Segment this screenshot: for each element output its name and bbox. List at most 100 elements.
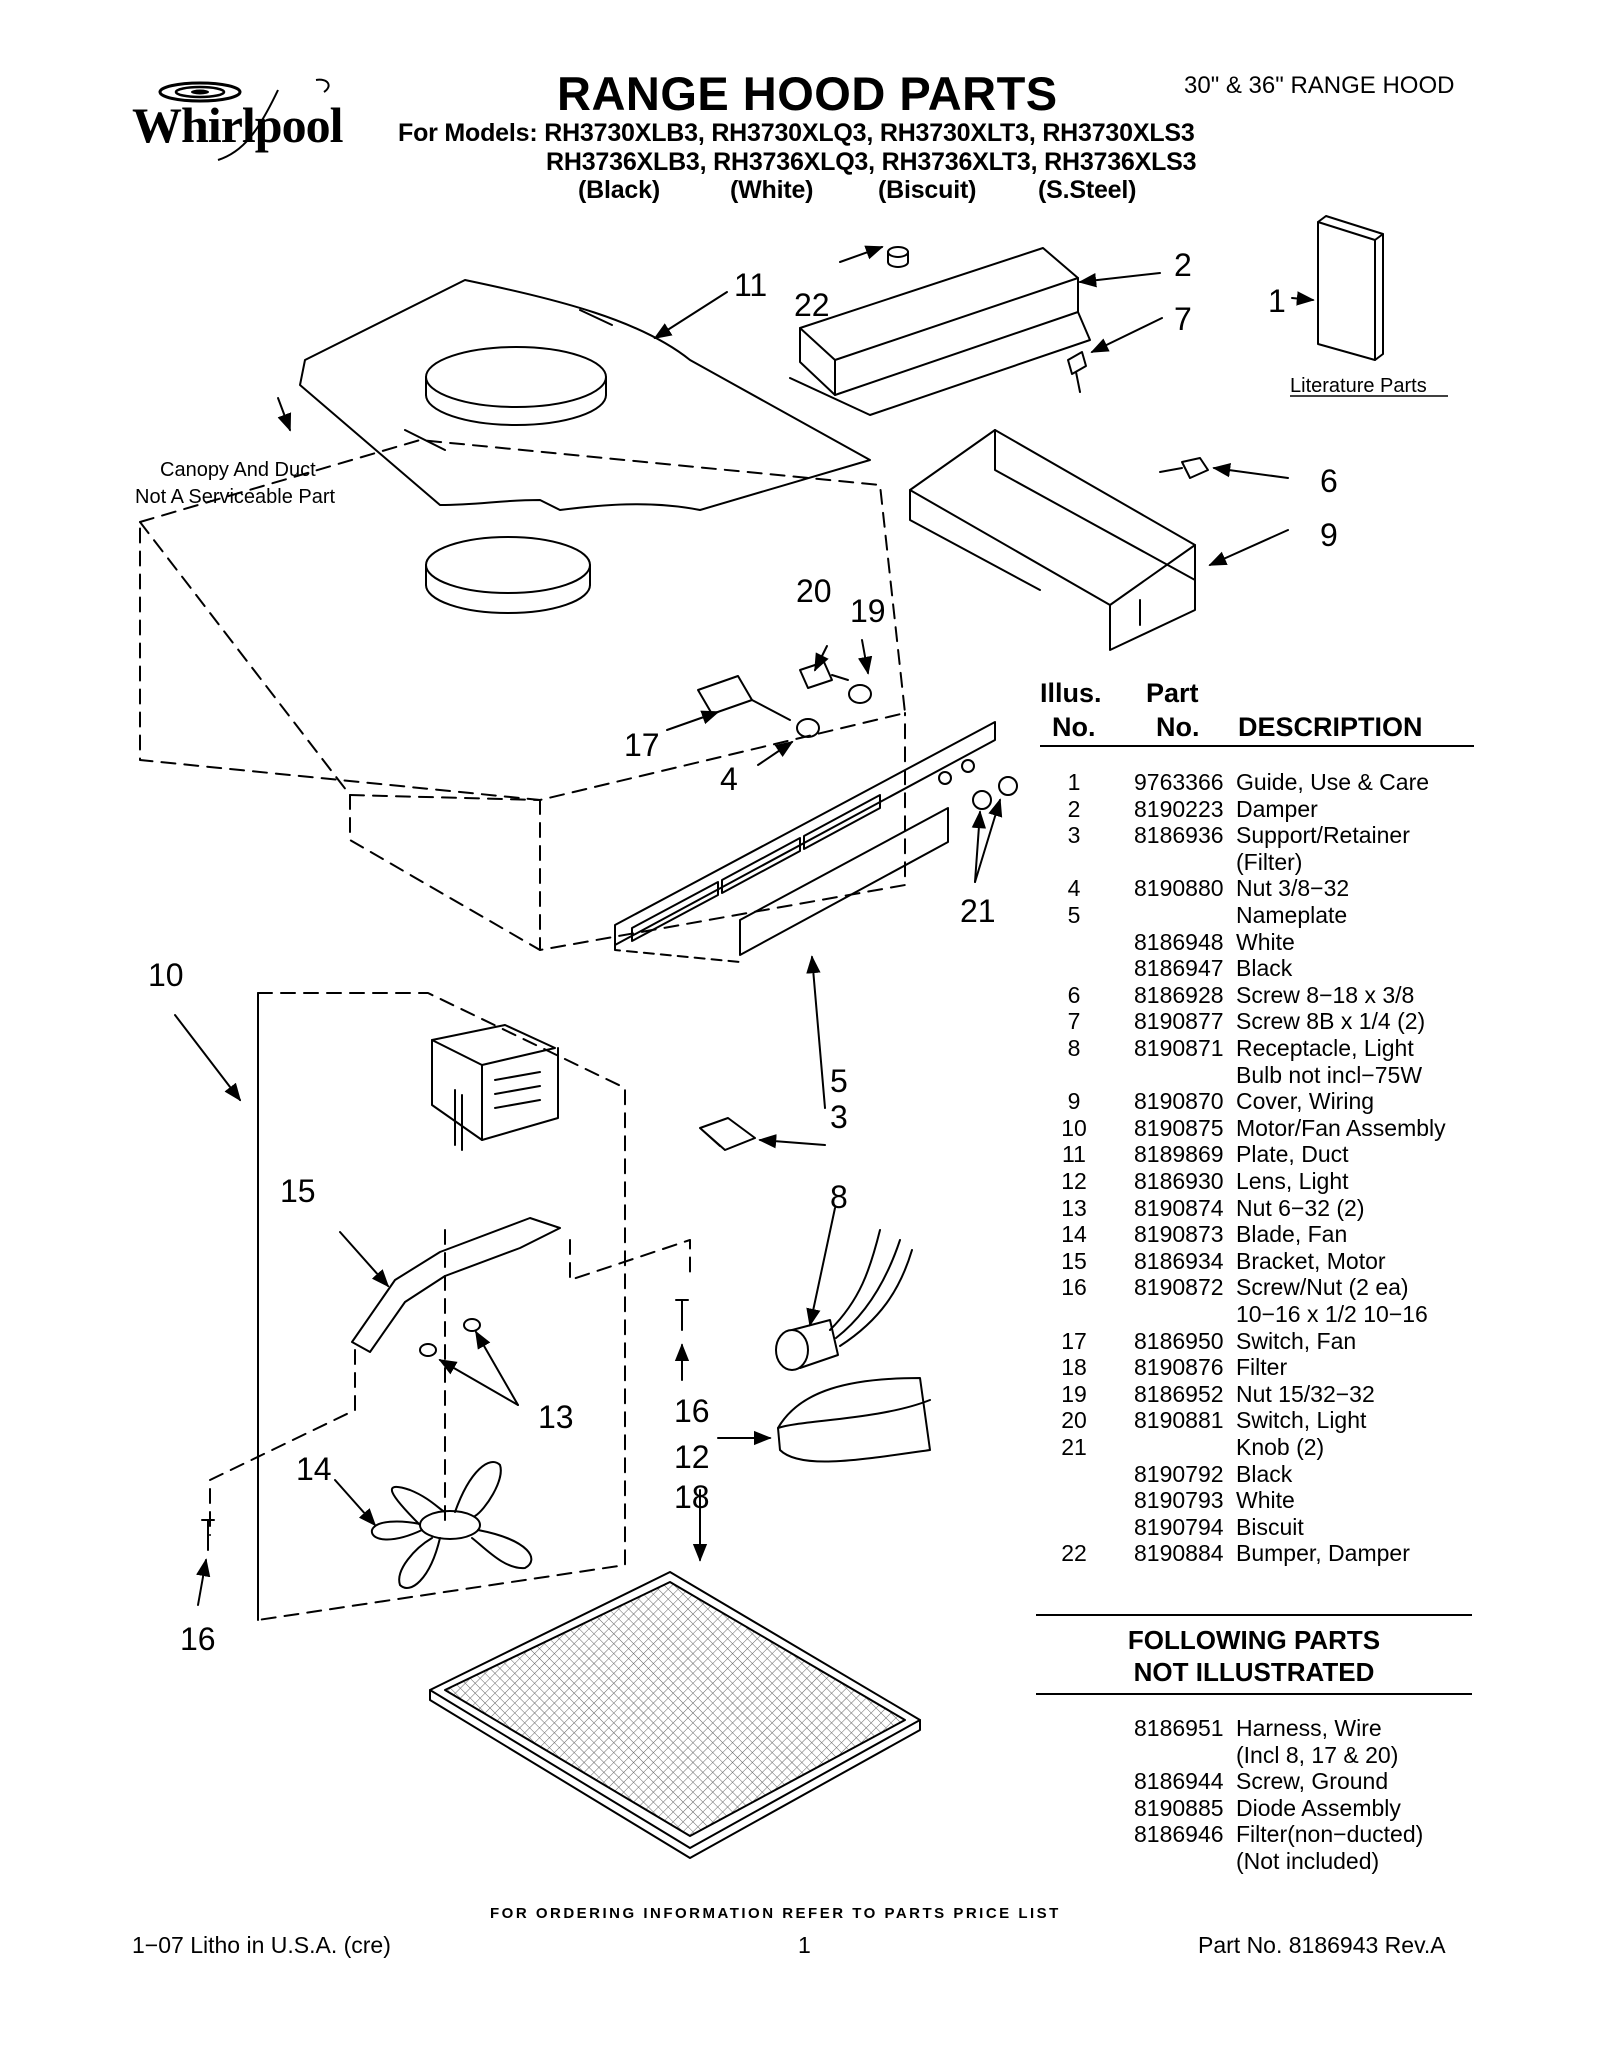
part-no: 8190871 [1134,1035,1224,1061]
part-description: Switch, Light [1236,1407,1367,1434]
color-biscuit: (Biscuit) [878,176,977,204]
brand-logo: Whirlpool [128,72,368,162]
callout-12: 12 [674,1439,710,1475]
part-no: 8186950 [1134,1327,1224,1354]
parts-row: (Filter) [1046,849,1486,876]
parts-row: Bulb not incl−75W [1046,1062,1486,1089]
canopy-note-line-1: Canopy And Duct [160,459,316,481]
illus-no: 13 [1061,1194,1087,1221]
leader-lines [174,245,1315,1606]
part-description: Bracket, Motor [1236,1247,1386,1274]
illus-no: 15 [1061,1247,1087,1274]
parts-row: 2 8190223 Damper [1046,796,1486,823]
part-description: White [1236,928,1295,955]
illus-no: 5 [1067,902,1081,928]
parts-row: 10−16 x 1/2 10−16 [1046,1301,1486,1328]
part-description: Cover, Wiring [1236,1088,1375,1115]
illus-no: 1 [1067,769,1081,795]
header-illus-2: No. [1052,712,1096,742]
part-description: Diode Assembly [1236,1794,1401,1821]
color-steel: (S.Steel) [1038,176,1137,204]
page-subtitle: 30" & 36" RANGE HOOD [1184,72,1455,99]
illus-no: 11 [1062,1141,1086,1168]
part-no: 8186936 [1134,822,1224,849]
screw-7 [1067,351,1087,393]
callout-4: 4 [720,761,738,797]
models-line-1: For Models: RH3730XLB3, RH3730XLQ3, RH37… [398,119,1195,147]
not-illustrated-rule-bottom [1036,1693,1472,1695]
part-no: 8190223 [1134,795,1224,822]
screw-6 [1159,457,1209,479]
part-description: Nut 15/32−32 [1236,1380,1375,1407]
canopy-duct-ring [425,536,591,614]
part-description: (Incl 8, 17 & 20) [1236,1741,1399,1768]
part-description: Screw 8B x 1/4 (2) [1236,1008,1426,1035]
part-description: Bumper, Damper [1236,1540,1410,1567]
part-no: 8190885 [1134,1794,1224,1821]
callout-9: 9 [1320,517,1338,553]
part-description: Receptacle, Light [1236,1035,1414,1061]
canopy-note-line-2: Not A Serviceable Part [135,486,336,508]
knobs-21 [972,776,1018,810]
illus-no: 21 [1061,1434,1087,1460]
part-description: (Filter) [1236,848,1303,875]
part-no: 8186930 [1134,1168,1224,1194]
illus-no: 8 [1067,1035,1081,1061]
illus-no: 19 [1061,1380,1087,1407]
part-no: 8190877 [1134,1008,1224,1035]
part-description: Nut 3/8−32 [1236,875,1350,902]
model-list: For Models: RH3730XLB3, RH3730XLQ3, RH37… [398,118,1198,210]
part-description: Filter [1236,1354,1288,1381]
motor-bracket-part [351,1217,561,1353]
light-switch-20 [799,661,849,689]
not-illustrated-row: (Not included) [1046,1848,1486,1875]
part-no: 8186946 [1134,1821,1224,1848]
illus-no: 2 [1067,795,1081,822]
part-description: Bulb not incl−75W [1236,1061,1423,1088]
not-illustrated-row: (Incl 8, 17 & 20) [1046,1742,1486,1769]
part-description: Knob (2) [1236,1434,1325,1460]
part-description: Biscuit [1236,1513,1304,1540]
part-description: Damper [1236,795,1318,822]
illus-no: 22 [1061,1540,1087,1567]
illus-no: 3 [1067,822,1081,849]
callout-5: 5 [830,1063,848,1099]
callout-14: 14 [296,1451,332,1487]
part-no: 8186928 [1134,981,1224,1008]
callout-7: 7 [1174,301,1192,337]
part-description: Harness, Wire [1236,1715,1382,1741]
illus-no: 16 [1061,1274,1087,1301]
part-no: 8186934 [1134,1247,1224,1274]
not-illustrated-heading: FOLLOWING PARTS NOT ILLUSTRATED [1036,1624,1472,1688]
damper-part [789,246,1091,416]
illus-no: 17 [1061,1327,1087,1354]
part-description: White [1236,1487,1295,1514]
part-description: (Not included) [1236,1848,1380,1874]
light-receptacle-part [775,1229,913,1371]
part-no: 8190870 [1134,1088,1224,1115]
part-no: 8186951 [1134,1715,1224,1741]
header-part-1: Part [1146,678,1199,708]
callout-10: 10 [148,957,184,993]
illus-no: 12 [1061,1168,1087,1194]
support-retainer-part [699,1117,756,1151]
part-no: 8190880 [1134,875,1224,902]
